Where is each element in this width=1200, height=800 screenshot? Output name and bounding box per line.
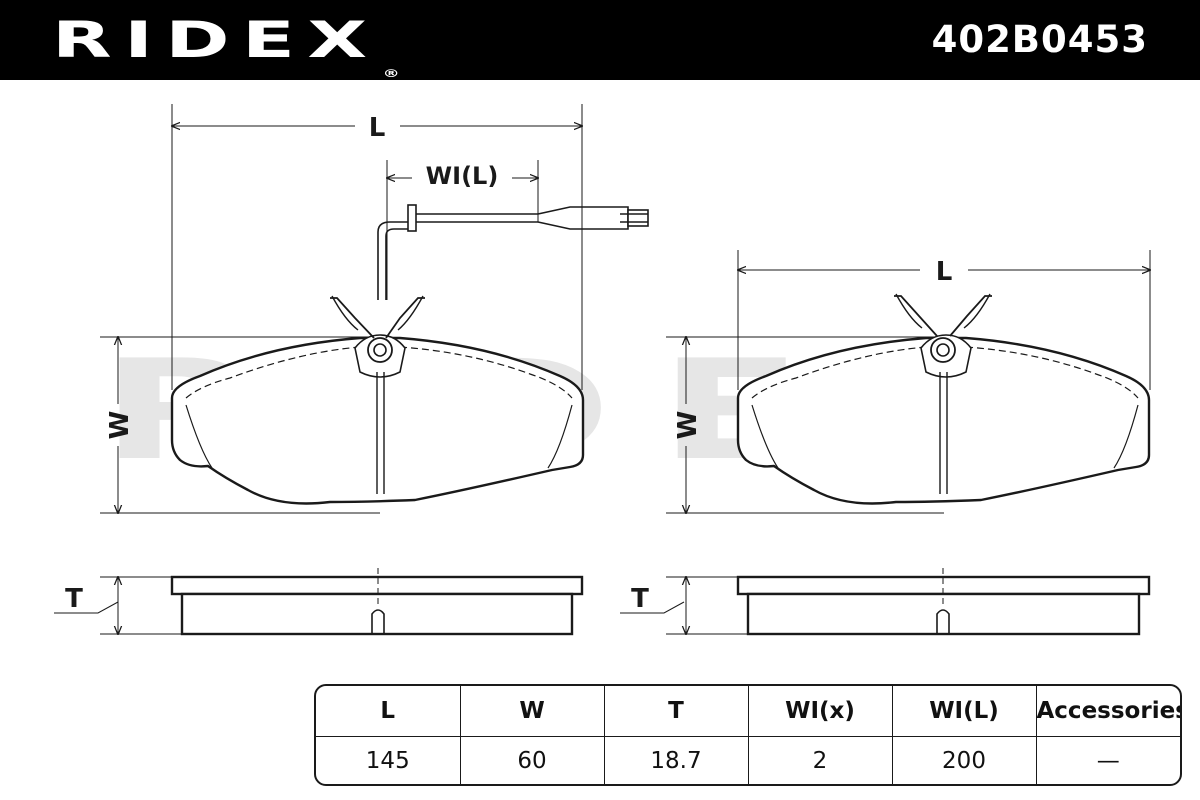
header-wear-indicator-count: WI(x) (747, 686, 892, 737)
left-thickness-label: T (65, 584, 83, 614)
left-width-label: W (105, 411, 135, 440)
spec-table-header-row: L W T WI(x) WI(L) Accessories (316, 686, 1180, 737)
part-number: 402B0453 (931, 18, 1148, 61)
left-pad-outline (170, 295, 585, 505)
brand-logo: RIDEX® (52, 11, 400, 80)
right-width-label: W (673, 411, 703, 440)
wear-indicator-wire (377, 204, 649, 300)
right-pad-side-view (736, 568, 1151, 636)
value-wear-indicator-count: 2 (747, 736, 892, 784)
header-length: L (316, 686, 460, 737)
left-wear-indicator-length-label: WI(L) (426, 162, 499, 190)
value-wear-indicator-length: 200 (891, 736, 1036, 784)
spec-table-grid: L W T WI(x) WI(L) Accessories 145 60 18.… (316, 686, 1180, 784)
left-pad-dimensions (100, 104, 582, 513)
spec-table: L W T WI(x) WI(L) Accessories 145 60 18.… (314, 684, 1182, 786)
value-length: 145 (365, 748, 410, 774)
left-pad-side-view (170, 568, 584, 636)
value-thickness: 18.7 (603, 736, 748, 784)
brand-name: RIDEX (52, 11, 380, 69)
header-width: W (459, 686, 604, 737)
header-thickness: T (603, 686, 748, 737)
right-pad-outline (736, 293, 1151, 505)
technical-drawing: RIDEX ® L WI(L) W (54, 104, 1200, 636)
left-length-label: L (369, 113, 386, 143)
value-accessories: — (1035, 736, 1180, 784)
right-length-label: L (936, 257, 953, 287)
value-width: 60 (459, 736, 604, 784)
header-bar: RIDEX® 402B0453 (0, 0, 1200, 80)
right-thickness-label: T (631, 584, 649, 614)
left-thickness-dimension (54, 577, 182, 634)
header-wear-indicator-length: WI(L) (891, 686, 1036, 737)
right-thickness-dimension (620, 577, 748, 634)
brand-registered-mark: ® (382, 67, 400, 80)
right-pad-dimensions (666, 250, 1150, 513)
header-accessories: Accessories (1035, 686, 1180, 737)
spec-table-value-row: 145 60 18.7 2 200 — (316, 736, 1180, 784)
